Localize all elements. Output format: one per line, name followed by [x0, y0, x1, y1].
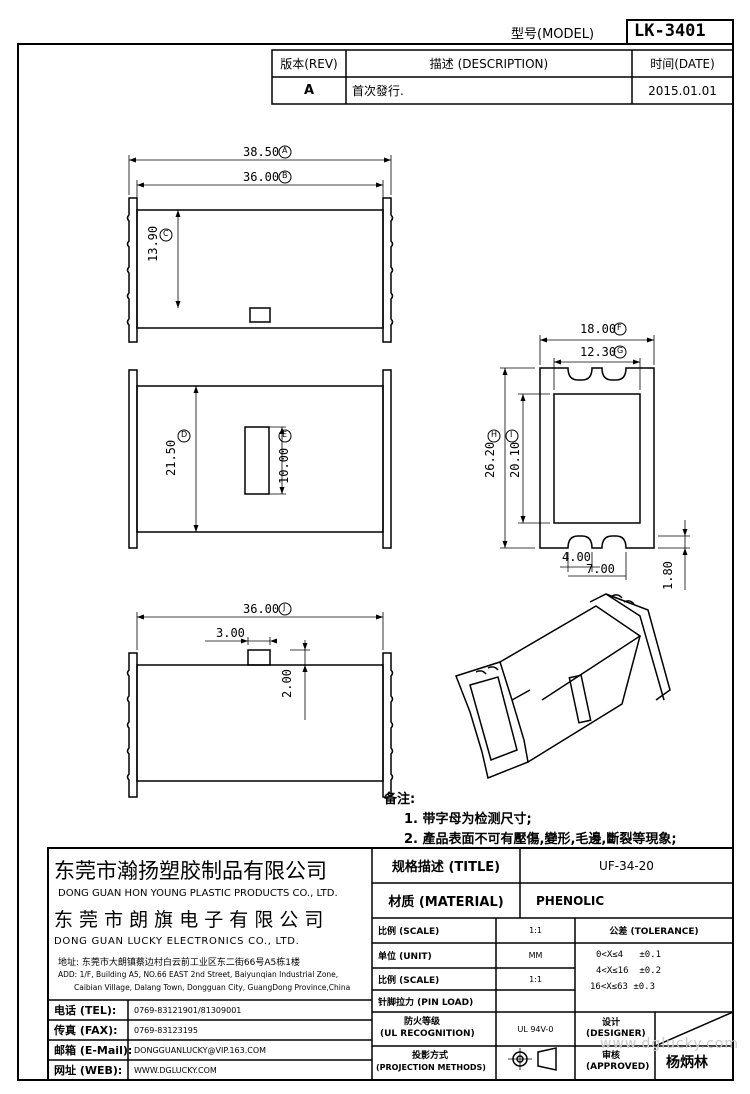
web-value: WWW.DGLUCKY.COM — [134, 1065, 217, 1075]
dim-7: 7.00 — [586, 562, 615, 576]
dim-3: 3.00 — [216, 626, 245, 640]
dim-g: 12.30 — [580, 345, 617, 359]
scale2-value: 1:1 — [529, 974, 542, 984]
watermark: www.dglucky.com — [600, 1036, 739, 1052]
title-value: UF-34-20 — [599, 858, 654, 873]
tel-label: 电话 (TEL): — [54, 1004, 117, 1017]
notes-title: 备注: — [384, 792, 416, 807]
scale-label: 比例 (SCALE) — [378, 927, 440, 937]
pin-load-label: 针脚拉力 (PIN LOAD) — [378, 997, 474, 1008]
title-label: 规格描述 (TITLE) — [391, 860, 501, 875]
unit-value: MM — [528, 951, 543, 960]
dim-4: 4.00 — [562, 550, 591, 564]
company-name-2-cn: 东 莞 市 朗 旗 电 子 有 限 公 司 — [54, 909, 324, 931]
rev-value: A — [303, 83, 315, 98]
ul-label-en: (UL RECOGNITION) — [380, 1029, 475, 1039]
date-col-header: 时间(DATE) — [650, 57, 715, 71]
material-label: 材质 (MATERIAL) — [388, 895, 504, 910]
ul-label-cn: 防火等级 — [404, 1017, 441, 1027]
marker-a: A — [282, 146, 288, 155]
notes-line-2: 2. 產品表面不可有壓傷,變形,毛邊,斷裂等現象; — [404, 832, 677, 847]
dim-f: 18.00 — [580, 322, 617, 336]
projection-label-en: (PROJECTION METHODS) — [376, 1063, 486, 1072]
scale-value: 1:1 — [529, 926, 542, 935]
approved-label-en: (APPROVED) — [586, 1062, 650, 1072]
mail-label: 邮箱 (E-Mail): — [54, 1044, 133, 1057]
dim-2: 2.00 — [280, 669, 294, 698]
tolerance-row-1: 0<X≤4 ±0.1 — [596, 950, 662, 960]
tel-value: 0769-83121901/81309001 — [134, 1005, 242, 1015]
dim-h: 26.20 — [483, 441, 497, 478]
marker-e: E — [282, 430, 288, 439]
mail-value: DONGGUANLUCKY@VIP.163.COM — [134, 1045, 267, 1055]
dim-i: 20.10 — [508, 441, 522, 478]
approved-label-cn: 审核 — [602, 1051, 621, 1061]
company-name-1-en: DONG GUAN HON YOUNG PLASTIC PRODUCTS CO.… — [58, 888, 338, 899]
tolerance-row-3: 16<X≤63 ±0.3 — [590, 982, 656, 992]
dim-18: 1.80 — [661, 561, 675, 590]
dim-b: 36.00 — [243, 170, 280, 184]
marker-i: I — [510, 430, 513, 439]
dim-e: 10.00 — [277, 447, 291, 484]
marker-g: G — [617, 346, 624, 355]
unit-label: 单位 (UNIT) — [378, 952, 432, 962]
fax-value: 0769-83123195 — [134, 1025, 198, 1035]
company-address-en-1: ADD: 1/F, Building A5, NO.66 EAST 2nd St… — [58, 970, 339, 979]
projection-label-cn: 投影方式 — [412, 1051, 449, 1061]
company-address-cn: 地址: 东莞市大朗镇蔡边村白云前工业区东二街66号A5栋1楼 — [58, 958, 300, 968]
company-name-2-en: DONG GUAN LUCKY ELECTRONICS CO., LTD. — [54, 936, 300, 947]
company-name-1-cn: 东莞市瀚扬塑胶制品有限公司 — [54, 859, 327, 883]
designer-label-en: (DESIGNER) — [586, 1029, 646, 1039]
marker-d: D — [181, 430, 188, 439]
scale2-label: 比例 (SCALE) — [378, 975, 440, 986]
material-value: PHENOLIC — [536, 893, 605, 908]
designer-label-cn: 设计 — [602, 1018, 621, 1028]
model-label: 型号(MODEL) — [511, 27, 595, 42]
tolerance-label: 公差 (TOLERANCE) — [609, 927, 699, 937]
approver-name: 杨炳林 — [666, 1055, 708, 1071]
dim-a: 38.50 — [243, 145, 280, 159]
date-value: 2015.01.01 — [648, 83, 717, 98]
desc-value: 首次發行. — [352, 84, 404, 98]
model-value: LK-3401 — [634, 21, 706, 41]
marker-b: B — [282, 171, 288, 180]
rev-col-header: 版本(REV) — [280, 57, 338, 71]
ul-value: UL 94V-0 — [517, 1024, 554, 1034]
dim-c: 13.90 — [146, 225, 160, 262]
marker-j: J — [283, 603, 286, 612]
tolerance-row-2: 4<X≤16 ±0.2 — [596, 966, 662, 976]
fax-label: 传真 (FAX): — [54, 1024, 118, 1037]
marker-f: F — [617, 323, 622, 332]
marker-c: C — [163, 229, 169, 238]
company-address-en-2: Caibian Village, Dalang Town, Dongguan C… — [74, 983, 351, 992]
dim-d: 21.50 — [164, 439, 178, 476]
marker-h: H — [491, 430, 498, 439]
dim-j: 36.00 — [243, 602, 280, 616]
web-label: 网址 (WEB): — [54, 1064, 123, 1077]
notes-line-1: 1. 带字母为检测尺寸; — [404, 812, 532, 827]
desc-col-header: 描述 (DESCRIPTION) — [429, 57, 549, 71]
